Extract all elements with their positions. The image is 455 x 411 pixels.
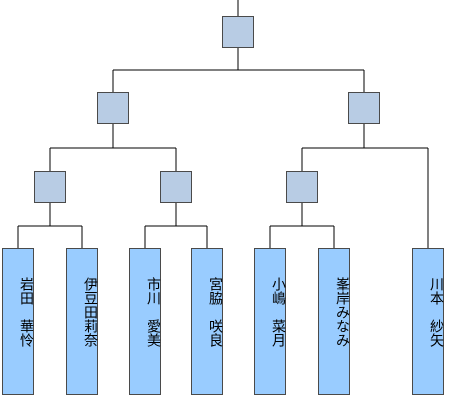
match-quarter-3: [286, 171, 318, 203]
player-name: 峯岸みなみ: [334, 277, 350, 347]
match-quarter-1: [34, 171, 66, 203]
player-box: 岩田 華怜: [2, 248, 34, 395]
player-name: 小嶋 菜月: [270, 277, 286, 347]
player-name: 宮脇 咲良: [207, 277, 223, 347]
player-box: 宮脇 咲良: [191, 248, 223, 395]
player-box: 伊豆田莉奈: [66, 248, 98, 395]
player-name: 岩田 華怜: [18, 277, 34, 347]
match-final: [222, 16, 254, 48]
player-box: 小嶋 菜月: [254, 248, 286, 395]
player-box: 川本 紗矢: [412, 248, 444, 395]
player-box: 市川 愛美: [129, 248, 161, 395]
match-quarter-2: [160, 171, 192, 203]
player-name: 伊豆田莉奈: [82, 277, 98, 347]
match-semi-left: [97, 92, 129, 124]
match-semi-right: [348, 92, 380, 124]
player-box: 峯岸みなみ: [318, 248, 350, 395]
player-name: 市川 愛美: [145, 277, 161, 347]
player-name: 川本 紗矢: [428, 277, 444, 347]
